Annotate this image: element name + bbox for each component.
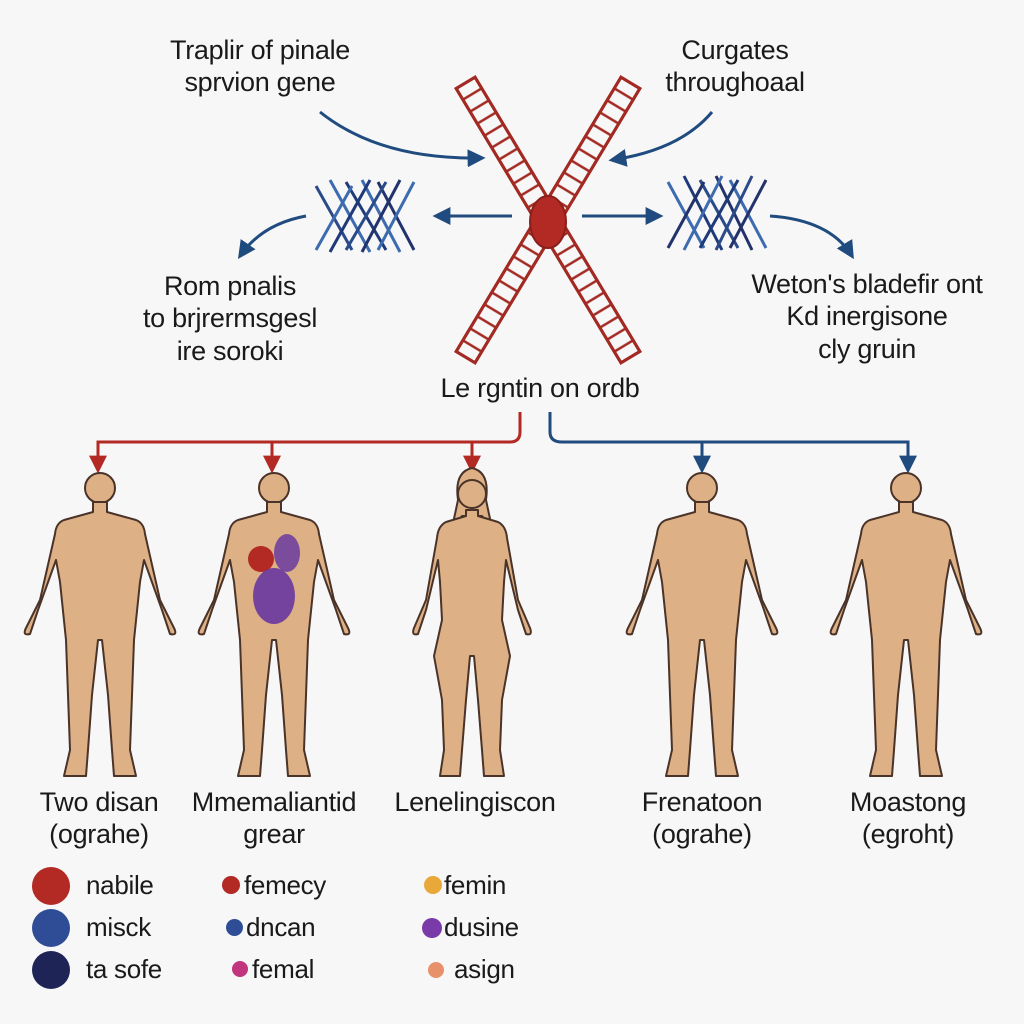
legend-text-6: femal	[252, 954, 315, 984]
legend-text-4: femecy	[244, 870, 327, 900]
dna-bundle-right-icon	[666, 175, 768, 251]
red-branch-connector	[89, 412, 522, 474]
arrow-top-right	[608, 111, 714, 167]
legend-text-8: dusine	[444, 912, 519, 942]
arrow-top-left	[319, 110, 486, 168]
center-label: Le rgntin on ordb	[440, 373, 640, 403]
left-side-label: Rom pnalis to brjrermsgesl ire soroki	[142, 271, 318, 366]
legend-text-7: femin	[444, 870, 507, 900]
figure-2-label: Mmemaliantid grear	[191, 787, 357, 850]
figure-2-mark-purple	[253, 568, 295, 624]
legend-dot-5	[226, 919, 243, 936]
right-side-label: Weton's bladefir ont Kd inergisone cly g…	[751, 269, 983, 364]
figure-1-male-icon	[23, 472, 177, 777]
blue-branch-connector	[548, 412, 917, 474]
figure-5-male-back-icon	[829, 472, 983, 777]
figure-2-mark-red	[248, 546, 274, 572]
figure-2-male-icon	[197, 472, 351, 777]
legend-dot-1	[32, 867, 70, 905]
figure-3-female-icon	[412, 467, 532, 777]
legend-dot-2	[32, 909, 70, 947]
figure-5-label: Moastong (egroht)	[849, 787, 967, 850]
centromere	[529, 195, 567, 249]
arrow-left-out	[237, 214, 307, 259]
legend-dot-8	[422, 918, 442, 938]
figure-2-mark-upper	[274, 534, 300, 572]
legend-text-5: dncan	[246, 912, 316, 942]
figure-3-label: Lenelingiscon	[394, 787, 556, 817]
chromosome-x-icon	[454, 75, 642, 365]
legend-dot-9	[428, 962, 444, 978]
dna-bundle-left-icon	[314, 179, 416, 253]
figure-4-male-icon	[625, 472, 779, 777]
figure-4-label: Frenatoon (ograhe)	[641, 787, 763, 850]
arrow-right-out	[769, 214, 854, 260]
figure-1-label: Two disan (ograhe)	[39, 787, 159, 850]
legend-dot-3	[32, 951, 70, 989]
legend-dot-6	[232, 961, 248, 977]
top-left-label: Traplir of pinale sprvion gene	[170, 35, 350, 98]
top-right-label: Curgates throughoaal	[665, 35, 805, 98]
legend-text-2: misck	[86, 912, 151, 942]
legend-dot-7	[424, 876, 442, 894]
legend-text-9: asign	[454, 954, 515, 984]
legend-text-3: ta sofe	[86, 954, 162, 984]
legend-dot-4	[222, 876, 240, 894]
legend-text-1: nabile	[86, 870, 154, 900]
